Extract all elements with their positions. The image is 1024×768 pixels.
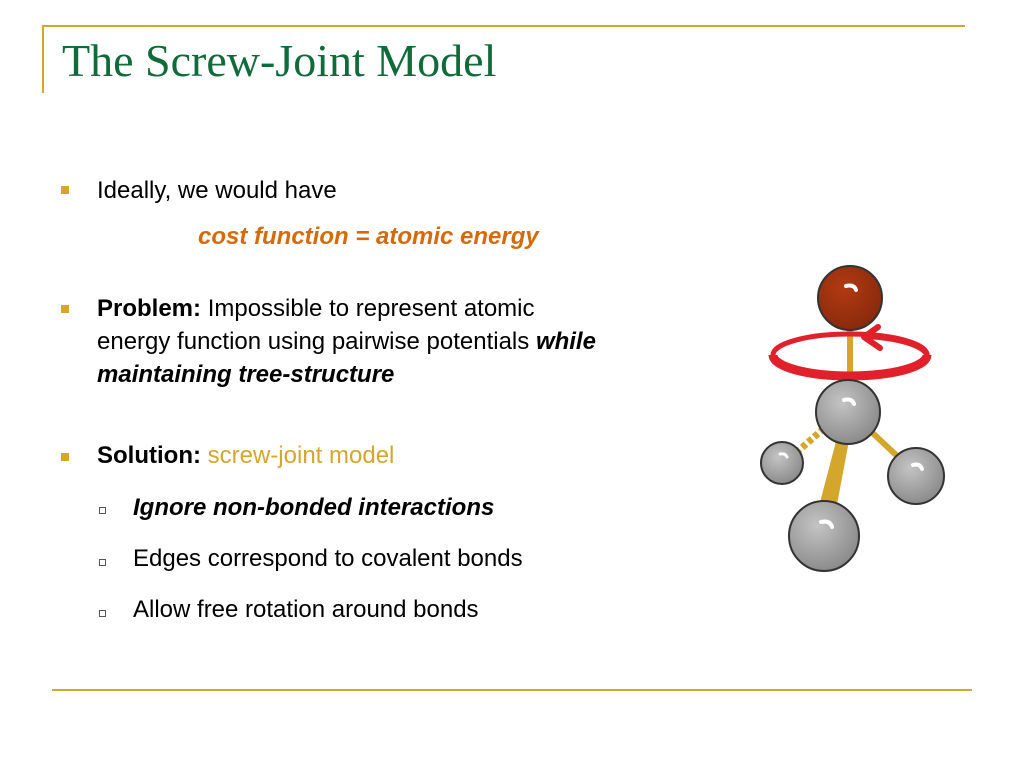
solution-label: Solution: bbox=[97, 442, 201, 469]
slide-title: The Screw-Joint Model bbox=[62, 35, 497, 86]
bullet-solution: Solution: screw-joint model bbox=[97, 438, 394, 473]
title-frame-top-rule bbox=[42, 25, 965, 27]
hollow-square-bullet-icon bbox=[99, 559, 106, 566]
hollow-square-bullet-icon bbox=[99, 610, 106, 617]
bullet-square-icon bbox=[61, 453, 69, 461]
atom-top-highlight bbox=[844, 283, 858, 292]
footer-rule bbox=[52, 689, 972, 691]
bullet-problem-line2: energy function using pairwise potential… bbox=[97, 324, 596, 359]
formula-text: cost function = atomic energy bbox=[198, 223, 539, 250]
atom-top bbox=[817, 265, 883, 331]
molecule-rotation-illustration bbox=[760, 265, 945, 572]
problem-text-line2: energy function using pairwise potential… bbox=[97, 328, 530, 355]
rotation-arrowhead-icon bbox=[861, 324, 883, 351]
sub-item-edges: Edges correspond to covalent bonds bbox=[133, 545, 523, 572]
atom-right bbox=[887, 447, 945, 505]
atom-left bbox=[760, 441, 804, 485]
title-frame-left-rule bbox=[42, 25, 44, 93]
problem-label: Problem: bbox=[97, 295, 202, 322]
solution-highlight: screw-joint model bbox=[207, 442, 395, 469]
atom-center bbox=[815, 379, 881, 445]
sub-item-ignore: Ignore non-bonded interactions bbox=[133, 494, 495, 521]
problem-emphasis-while: while bbox=[535, 328, 596, 355]
rotation-arrow bbox=[866, 333, 930, 357]
atom-center-highlight bbox=[842, 397, 856, 406]
bullet-problem: Problem: Impossible to represent atomic bbox=[97, 291, 535, 326]
rotation-ring-front bbox=[768, 354, 932, 381]
problem-emphasis-line3: maintaining tree-structure bbox=[97, 361, 395, 388]
atom-bottom-highlight bbox=[819, 519, 834, 529]
atom-bottom bbox=[788, 500, 860, 572]
hollow-square-bullet-icon bbox=[99, 507, 106, 514]
atom-right-highlight bbox=[911, 462, 924, 471]
problem-text-line1: Impossible to represent atomic bbox=[207, 295, 535, 322]
bond-wedge bbox=[818, 430, 851, 510]
sub-item-rotation: Allow free rotation around bonds bbox=[133, 596, 479, 623]
bullet-square-icon bbox=[61, 305, 69, 313]
bullet-ideally-text: Ideally, we would have bbox=[97, 177, 337, 204]
bullet-ideally: Ideally, we would have bbox=[97, 173, 337, 208]
bullet-square-icon bbox=[61, 186, 69, 194]
atom-left-highlight bbox=[778, 452, 789, 459]
